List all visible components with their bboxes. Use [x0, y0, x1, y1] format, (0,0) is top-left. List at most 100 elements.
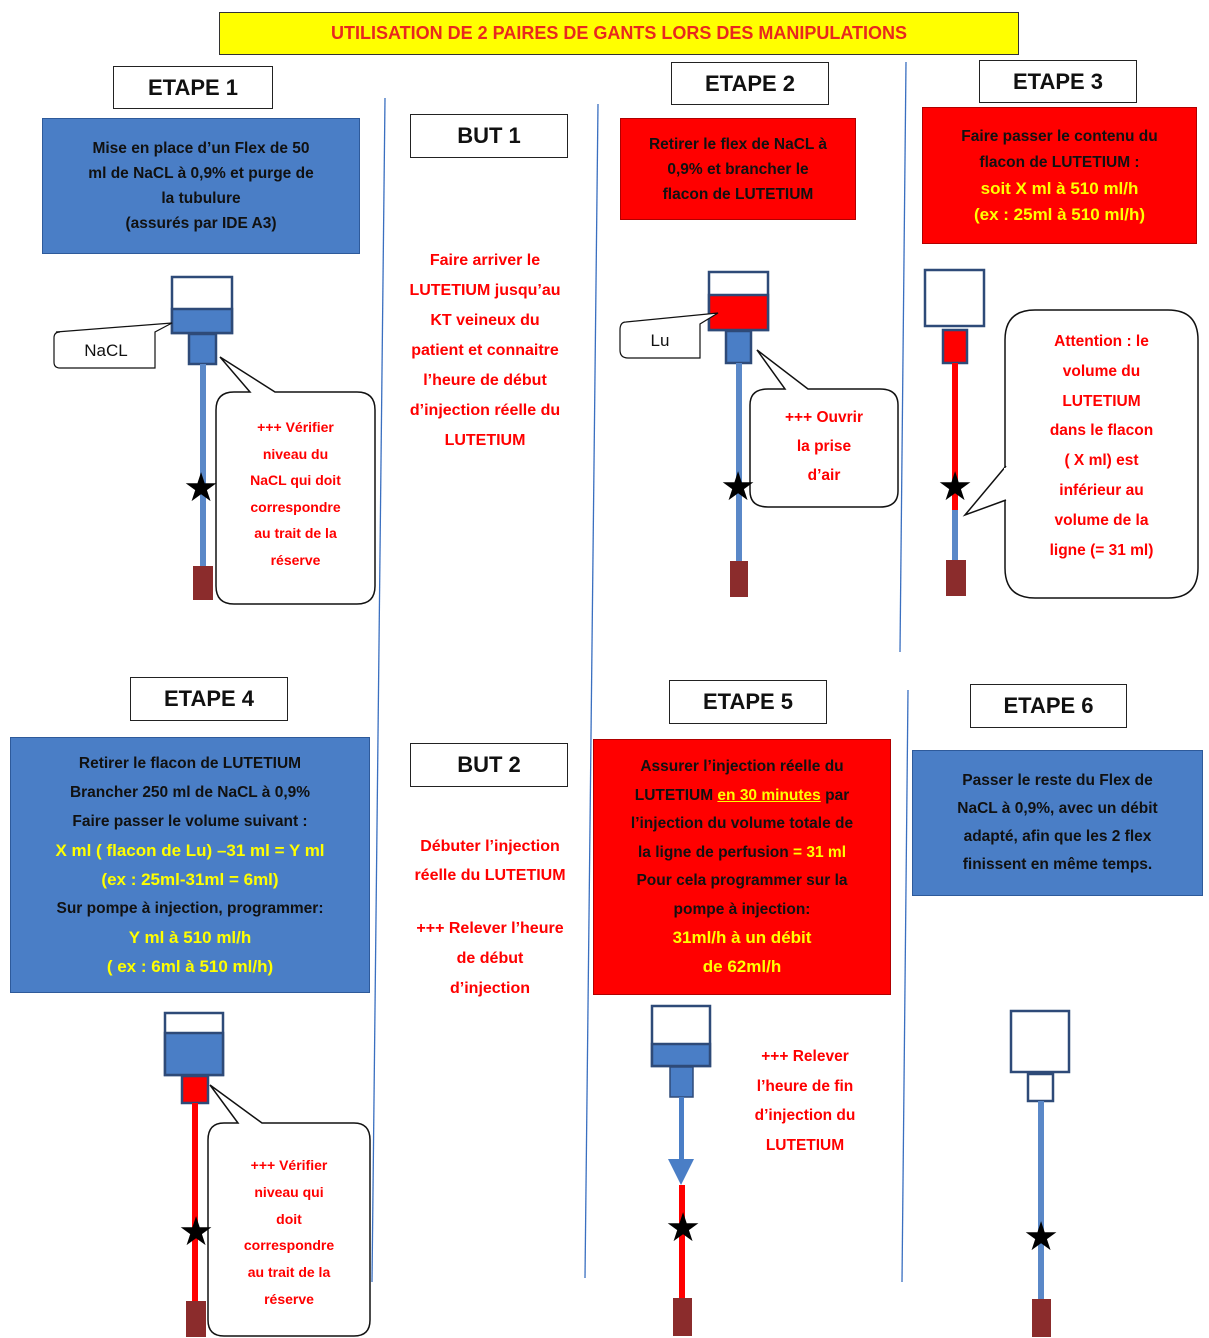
nacl-level: [650, 1042, 712, 1068]
etape-4-line: Faire passer le volume suivant :: [72, 813, 308, 830]
drip-chamber: [1026, 1072, 1055, 1103]
etape-4-line: Sur pompe à injection, programmer:: [56, 900, 324, 917]
but-2-line: +++ Relever l’heure: [416, 920, 564, 937]
but-1-line: KT veineux du: [430, 312, 540, 329]
etape-4-bubble-line: au trait de la: [247, 1264, 331, 1281]
etape-2-label: ETAPE 2: [671, 62, 829, 105]
tubing-red: [952, 363, 958, 510]
etape-4-bubble-shape: [207, 1084, 371, 1337]
nacl-level: [170, 307, 234, 335]
etape-1-bubble-line: +++ Vérifier: [257, 419, 334, 435]
connector: [946, 560, 966, 596]
etape-4-bubble: +++ Vérifier niveau qui doit correspondr…: [208, 1152, 370, 1313]
etape-1-bubble-line: correspondre: [250, 498, 341, 515]
etape-4-bubble-line: niveau qui: [254, 1183, 324, 1200]
etape-1-drip: [170, 275, 234, 600]
but-1-line: LUTETIUM: [444, 432, 526, 449]
etape-2-bubble-shape: [749, 349, 899, 508]
star-icon: ★: [720, 464, 756, 510]
etape-5-instructions: Assurer l’injection réelle du LUTETIUM e…: [593, 739, 891, 995]
nacl-tag: NaCL: [84, 341, 128, 360]
etape-3-line: flacon de LUTETIUM :: [979, 153, 1140, 171]
star-icon: ★: [937, 464, 973, 510]
etape-6-label: ETAPE 6: [970, 684, 1127, 728]
etape-5-note-line: d’injection du: [754, 1107, 856, 1124]
etape-3-instructions: Faire passer le contenu du flacon de LUT…: [922, 107, 1197, 244]
etape-1-bubble: +++ Vérifier niveau du NaCL qui doit cor…: [216, 414, 375, 573]
etape-5-rate-debit: de 62ml/h: [702, 956, 782, 976]
tubing-red: [679, 1185, 685, 1298]
etape-5-line: Pour cela programmer sur la: [636, 872, 848, 889]
lu-tag-shape: [619, 312, 719, 359]
etape-5-ligne: la ligne de perfusion: [637, 843, 794, 861]
etape-4-example: (ex : 25ml-31ml = 6ml): [101, 870, 279, 889]
tubing: [200, 364, 206, 566]
but-2-line: d’injection: [450, 980, 530, 997]
etape-5-note-line: +++ Relever: [761, 1048, 849, 1065]
etape-4-line: Brancher 250 ml de NaCL à 0,9%: [69, 784, 311, 801]
but-1-line: l’heure de début: [423, 372, 547, 389]
etape-2-bubble-line: +++ Ouvrir: [785, 409, 863, 426]
etape-4-bubble-line: correspondre: [243, 1237, 335, 1254]
etape-5-line: LUTETIUM en 30 minutes par: [602, 782, 882, 811]
star-icon: ★: [1023, 1214, 1059, 1260]
etape-4-instructions: Retirer le flacon de LUTETIUM Brancher 2…: [10, 737, 370, 993]
divider-line: [901, 689, 909, 1283]
etape-5-note-line: l’heure de fin: [756, 1077, 854, 1095]
connector: [730, 561, 748, 597]
etape-3-bubble-line: ligne (= 31 ml): [1049, 541, 1154, 559]
etape-5-line: Assurer l’injection réelle du: [640, 758, 844, 775]
but-1-line: LUTETIUM jusqu’au: [409, 282, 561, 299]
lu-level: [707, 293, 770, 332]
star-icon: ★: [183, 465, 219, 511]
but-1-line: d’injection réelle du: [409, 402, 561, 419]
etape-5-line: la ligne de perfusion = 31 ml: [602, 839, 882, 868]
etape-6-line: finissent en même temps.: [962, 856, 1153, 873]
etape-3-rate: soit X ml à 510 ml/h: [980, 178, 1139, 198]
etape-2-bubble-line: la prise: [796, 438, 852, 455]
etape-3-bubble-line: dans le flacon: [1049, 422, 1154, 440]
etape-4-label: ETAPE 4: [130, 677, 288, 721]
etape-3-bubble-line: volume de la: [1054, 511, 1149, 529]
etape-2-bubble: +++ Ouvrir la prise d’air: [750, 403, 898, 490]
but-1-label: BUT 1: [410, 114, 568, 158]
flow-arrow: [668, 1159, 694, 1185]
etape-5-line: pompe à injection:: [673, 900, 811, 918]
etape-1-line: ml de NaCL à 0,9% et purge de: [88, 165, 314, 182]
etape-3-label: ETAPE 3: [979, 60, 1137, 103]
etape-4-drip: [163, 1011, 225, 1337]
etape-4-bubble-line: réserve: [264, 1290, 314, 1307]
etape-4-rate-example: ( ex : 6ml à 510 ml/h): [106, 957, 274, 976]
star-icon: ★: [178, 1209, 214, 1255]
etape-1-bubble-shape: [215, 356, 376, 605]
etape-5-label: ETAPE 5: [669, 680, 827, 724]
etape-6-line: Passer le reste du Flex de: [962, 772, 1153, 789]
divider-line: [371, 97, 386, 1283]
etape-3-bubble-tail: [962, 465, 1007, 517]
etape-3-bubble-line: ( X ml) est: [1064, 452, 1139, 470]
etape-2-line: 0,9% et brancher le: [667, 160, 809, 178]
etape-6-drip: [1009, 1009, 1071, 1337]
etape-5-drip: [650, 1004, 712, 1336]
etape-2-bubble-line: d’air: [807, 467, 841, 484]
tubing: [1038, 1101, 1044, 1299]
etape-3-bubble-line: LUTETIUM: [1062, 392, 1141, 410]
etape-2-line: Retirer le flex de NaCL à: [648, 135, 828, 153]
but-2-line: réelle du LUTETIUM: [414, 867, 566, 884]
etape-5-line: l’injection du volume totale de: [630, 815, 854, 832]
connector: [186, 1301, 206, 1337]
etape-1-bubble-line: niveau du: [262, 445, 329, 462]
connector: [193, 566, 213, 600]
nacl-tag-shape: [53, 322, 173, 369]
etape-1-line: (assurés par IDE A3): [125, 215, 277, 232]
etape-3-bubble-line: Attention : le: [1054, 333, 1149, 350]
divider-line: [584, 103, 599, 1279]
etape-5-note: +++ Relever l’heure de fin d’injection d…: [720, 1042, 890, 1160]
etape-1-bubble-line: au trait de la: [254, 525, 337, 541]
connector: [1032, 1299, 1051, 1337]
drip-chamber: [941, 328, 969, 365]
but-1-text: Faire arriver le LUTETIUM jusqu’au KT ve…: [380, 246, 590, 456]
divider-line: [899, 61, 907, 653]
etape-3-bubble: Attention : le volume du LUTETIUM dans l…: [1005, 327, 1198, 565]
